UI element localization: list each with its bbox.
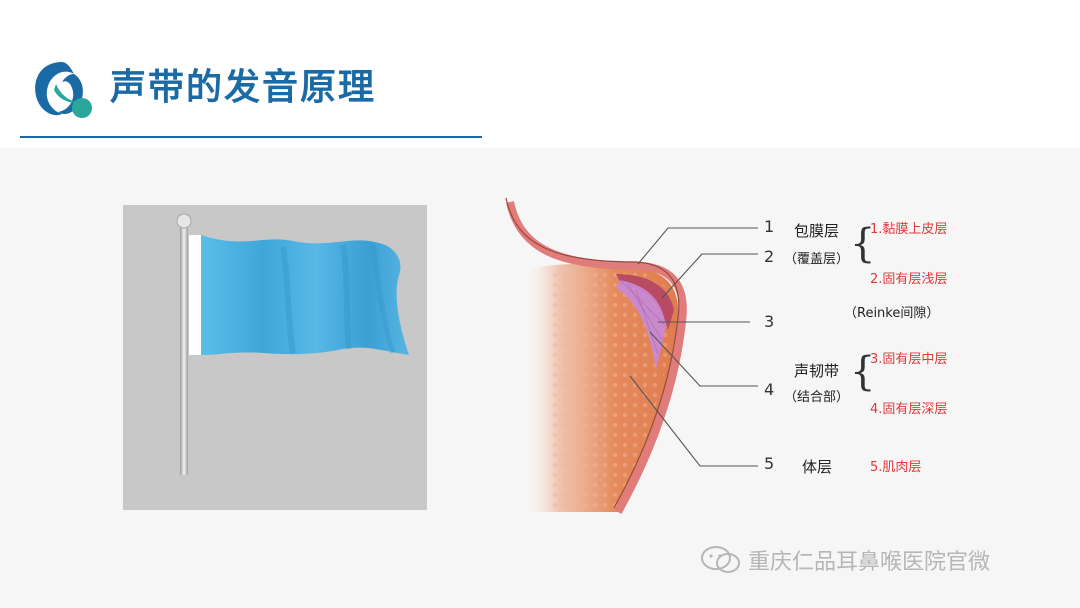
page-title: 声带的发音原理	[110, 66, 376, 109]
label-epithelium: 1.黏膜上皮层	[870, 218, 947, 237]
watermark-text: 重庆仁品耳鼻喉医院官微	[748, 544, 990, 576]
label-vocal-ligament: 声韧带	[794, 360, 839, 381]
label-middle-lamina: 3.固有层中层	[870, 348, 947, 367]
flag-icon	[123, 205, 427, 510]
label-cover-sub: （覆盖层）	[784, 248, 849, 267]
marker-4: 4	[764, 380, 774, 399]
label-cover-layer: 包膜层	[794, 220, 839, 241]
label-reinke: （Reinke间隙）	[844, 302, 939, 321]
label-muscle: 5.肌肉层	[870, 456, 921, 475]
wechat-watermark: 重庆仁品耳鼻喉医院官微	[700, 544, 990, 576]
title-divider	[20, 136, 482, 138]
marker-1: 1	[764, 217, 774, 236]
flag-illustration	[123, 205, 427, 510]
marker-2: 2	[764, 247, 774, 266]
vocal-fold-diagram: 1 2 3 4 5 包膜层 （覆盖层） { 1.黏膜上皮层 2.固有层浅层 （R…	[490, 190, 990, 520]
label-deep-lamina: 4.固有层深层	[870, 398, 947, 417]
label-superficial-lamina: 2.固有层浅层	[870, 268, 947, 287]
marker-3: 3	[764, 312, 774, 331]
marker-5: 5	[764, 454, 774, 473]
label-body-layer: 体层	[802, 456, 832, 477]
wechat-icon	[700, 545, 742, 575]
hospital-logo-icon	[26, 54, 98, 126]
label-ligament-sub: （结合部）	[784, 386, 849, 405]
